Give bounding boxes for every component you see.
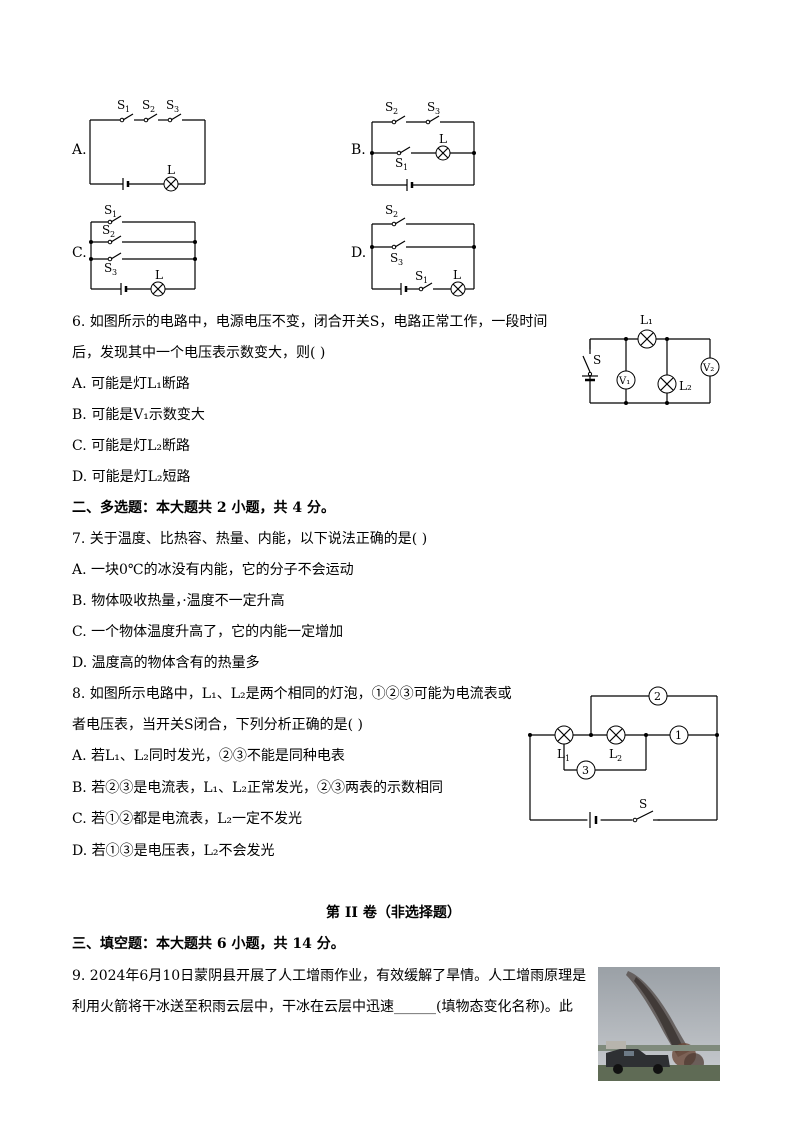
rocket-launch-photo	[598, 967, 720, 1081]
svg-text:S: S	[102, 223, 110, 237]
svg-text:2: 2	[393, 210, 398, 219]
section-2-heading: 二、多选题：本大题共 2 小题，共 4 分。	[72, 500, 335, 516]
option-b-label: B.	[351, 142, 366, 158]
svg-text:V₂: V₂	[702, 363, 714, 374]
svg-text:S: S	[395, 156, 403, 170]
q8-option-a: A. 若L₁、L₂同时发光，②③不能是同种电表	[72, 748, 345, 764]
svg-text:S: S	[593, 353, 601, 367]
svg-text:S: S	[117, 98, 125, 112]
svg-text:2: 2	[110, 230, 115, 239]
svg-text:S: S	[385, 100, 393, 114]
q7-option-c: C. 一个物体温度升高了，它的内能一定增加	[72, 624, 344, 640]
svg-text:L: L	[439, 132, 447, 146]
svg-text:L: L	[155, 268, 163, 282]
svg-text:S: S	[104, 261, 112, 275]
q9-line2: 利用火箭将干冰送至积雨云层中，干冰在云层中迅速______(填物态变化名称)。此	[72, 999, 573, 1015]
svg-text:S: S	[166, 98, 174, 112]
svg-text:1: 1	[403, 163, 408, 172]
svg-text:1: 1	[112, 210, 117, 219]
svg-text:3: 3	[435, 107, 440, 116]
svg-text:L: L	[609, 747, 617, 761]
svg-text:L: L	[557, 747, 565, 761]
svg-text:V₁: V₁	[618, 376, 630, 387]
volume-2-title: 第 II 卷（非选择题）	[326, 905, 461, 921]
svg-text:L: L	[453, 268, 461, 282]
q8-option-d: D. 若①③是电压表，L₂不会发光	[72, 843, 275, 859]
q9-line1: 9. 2024年6月10日蒙阴县开展了人工增雨作业，有效缓解了旱情。人工增雨原理…	[72, 968, 587, 984]
q6-stem-line2: 后，发现其中一个电压表示数变大，则( )	[72, 345, 326, 361]
svg-text:2: 2	[654, 690, 661, 703]
svg-text:2: 2	[617, 754, 622, 763]
svg-text:1: 1	[675, 729, 682, 742]
svg-text:3: 3	[112, 268, 117, 277]
svg-text:3: 3	[174, 105, 179, 114]
q7-option-b: B. 物体吸收热量，·温度不一定升高	[72, 593, 285, 609]
q6-option-c: C. 可能是灯L₂断路	[72, 438, 191, 454]
q8-stem-line1: 8. 如图所示电路中，L₁、L₂是两个相同的灯泡，①②③可能为电流表或	[72, 686, 512, 702]
svg-text:3: 3	[582, 764, 589, 777]
q6-circuit-diagram: S L₁ V₁ V₂ L₂	[580, 313, 720, 405]
svg-text:2: 2	[393, 107, 398, 116]
svg-text:L: L	[167, 163, 175, 177]
q7-stem: 7. 关于温度、比热容、热量、内能，以下说法正确的是( )	[72, 531, 428, 547]
option-c-label: C.	[72, 245, 87, 261]
svg-text:S: S	[415, 269, 423, 283]
q6-stem-line1: 6. 如图所示的电路中，电源电压不变，闭合开关S，电路正常工作，一段时间	[72, 314, 548, 330]
svg-text:S: S	[390, 251, 398, 265]
q8-stem-line2: 者电压表，当开关S闭合，下列分析正确的是( )	[72, 717, 363, 733]
option-d-label: D.	[351, 245, 367, 261]
q8-option-b: B. 若②③是电流表，L₁、L₂正常发光，②③两表的示数相同	[72, 780, 444, 796]
svg-text:S: S	[104, 203, 112, 217]
option-a-label: A.	[72, 142, 87, 158]
svg-text:L₂: L₂	[679, 379, 692, 393]
svg-text:2: 2	[150, 105, 155, 114]
q6-option-a: A. 可能是灯L₁断路	[72, 376, 190, 392]
q7-option-d: D. 温度高的物体含有的热量多	[72, 655, 260, 671]
section-3-heading: 三、填空题：本大题共 6 小题，共 14 分。	[72, 936, 345, 952]
svg-text:S: S	[639, 797, 647, 811]
svg-text:3: 3	[398, 258, 403, 267]
svg-text:L₁: L₁	[640, 313, 653, 327]
svg-text:S: S	[427, 100, 435, 114]
svg-text:S: S	[142, 98, 150, 112]
svg-text:1: 1	[125, 105, 130, 114]
q8-option-c: C. 若①②都是电流表，L₂一定不发光	[72, 811, 303, 827]
svg-text:1: 1	[423, 276, 428, 285]
svg-text:1: 1	[565, 754, 570, 763]
q6-option-d: D. 可能是灯L₂短路	[72, 469, 191, 485]
q7-option-a: A. 一块0℃的冰没有内能，它的分子不会运动	[72, 562, 354, 578]
q6-option-b: B. 可能是V₁示数变大	[72, 407, 205, 423]
svg-text:S: S	[385, 203, 393, 217]
